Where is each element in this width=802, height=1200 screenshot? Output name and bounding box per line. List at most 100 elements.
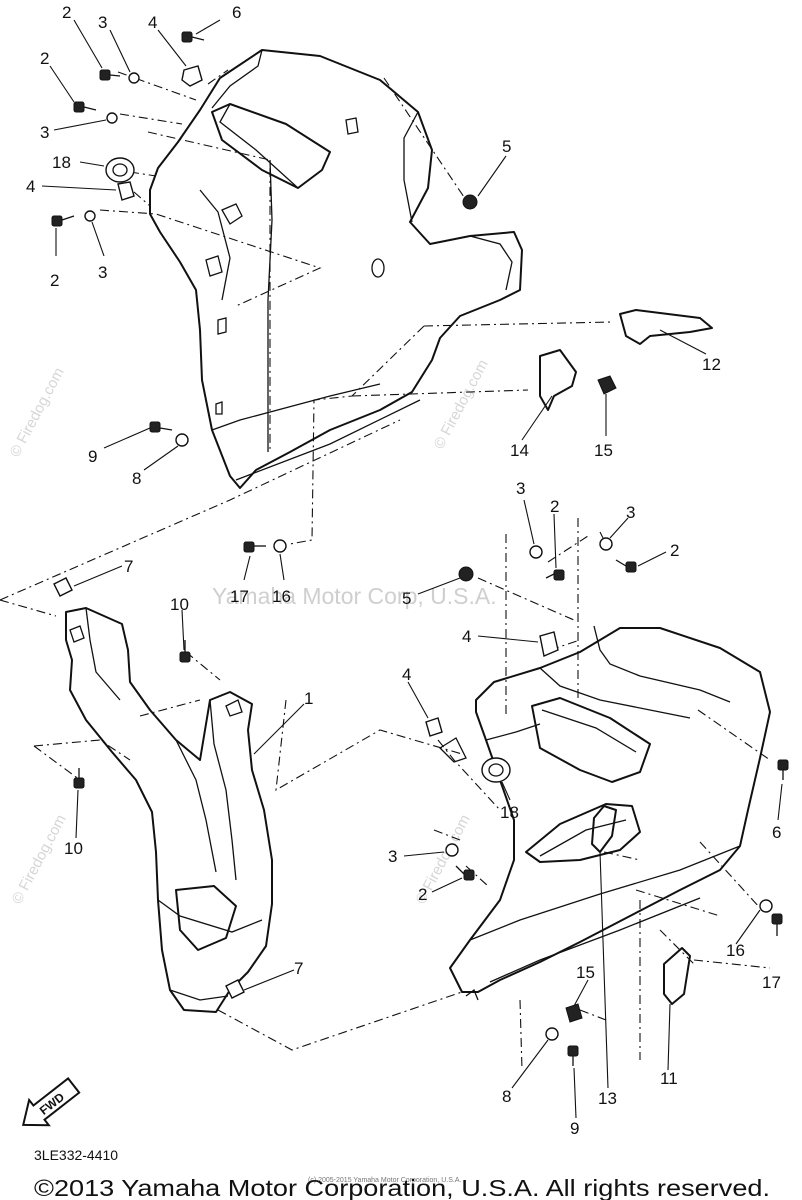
nut-4-left <box>117 181 135 201</box>
label-3a: 3 <box>98 13 107 32</box>
bolt-17-low <box>771 913 783 936</box>
label-2d: 2 <box>550 497 559 516</box>
watermark-site-left: © Firedog.com <box>7 365 68 460</box>
washer-3-mid-a <box>529 545 543 559</box>
label-13: 13 <box>598 1089 617 1108</box>
washer-8-upper <box>175 433 189 447</box>
label-9b: 9 <box>570 1119 579 1138</box>
label-4c: 4 <box>462 627 471 646</box>
label-2b: 2 <box>40 49 49 68</box>
label-6b: 6 <box>772 823 781 842</box>
label-10a: 10 <box>170 595 189 614</box>
bolt-2-upper <box>73 101 97 113</box>
bracket-14 <box>539 349 577 411</box>
nut-15-upper <box>597 375 617 395</box>
bolt-9-low <box>567 1045 579 1066</box>
bolt-2-mid-a <box>545 569 565 581</box>
label-3f: 3 <box>388 847 397 866</box>
label-16a: 16 <box>272 587 291 606</box>
bolt-2-top <box>99 69 121 81</box>
label-4b: 4 <box>26 177 35 196</box>
label-5b: 5 <box>402 589 411 608</box>
bolt-10-low <box>73 768 85 789</box>
bolt-2-low <box>455 865 475 881</box>
washer-3-low <box>445 843 459 857</box>
bracket-12 <box>619 309 713 345</box>
label-2f: 2 <box>418 885 427 904</box>
watermark-group: © Firedog.com © Firedog.com © Firedog.co… <box>7 357 497 907</box>
label-9a: 9 <box>88 447 97 466</box>
label-15a: 15 <box>594 441 613 460</box>
label-4d: 4 <box>402 665 411 684</box>
label-5a: 5 <box>502 137 511 156</box>
label-7b: 7 <box>294 959 303 978</box>
bolt-10-top <box>179 640 191 663</box>
label-2e: 2 <box>670 541 679 560</box>
label-3e: 3 <box>626 503 635 522</box>
label-3d: 3 <box>516 479 525 498</box>
label-7a: 7 <box>124 557 133 576</box>
watermark-center: Yamaha Motor Corp, U.S.A. <box>212 583 497 609</box>
washer-3-top <box>128 72 140 84</box>
fwd-arrow-icon <box>21 1077 81 1127</box>
bracket-clip-4-low <box>438 737 467 763</box>
label-15b: 15 <box>576 963 595 982</box>
label-14: 14 <box>510 441 529 460</box>
part-number-labels: 2 3 4 6 2 3 18 4 2 3 5 12 14 15 9 8 3 2 … <box>26 3 781 1138</box>
leader-lines <box>41 19 783 1119</box>
watermark-small-copyright: (c) 2005-2015 Yamaha Motor Corporation, … <box>308 1177 461 1184</box>
nut-7-low <box>225 979 245 999</box>
label-17a: 17 <box>230 587 249 606</box>
bracket-11 <box>663 947 691 1005</box>
bolt-17-upper <box>243 541 266 553</box>
grommet-18-upper <box>105 157 135 183</box>
bolt-6-low <box>777 759 789 780</box>
bracket-group <box>539 309 713 1005</box>
label-1: 1 <box>304 689 313 708</box>
upper-side-cowling <box>149 49 523 489</box>
nut-4-top <box>181 65 203 87</box>
nut-15-low <box>565 1003 583 1023</box>
nut-4-mid <box>539 631 559 657</box>
inner-cowling-panel <box>65 607 273 1013</box>
watermark-site-mid: © Firedog.com <box>431 357 492 452</box>
nut-4-low <box>425 717 443 737</box>
nut-5-upper <box>462 194 478 210</box>
diagram-code: 3LE332-4410 <box>34 1147 118 1163</box>
washer-3-mid-b <box>599 537 613 551</box>
washer-3-left <box>84 210 96 222</box>
nut-5-mid <box>458 566 474 582</box>
footer-copyright: ©2013 Yamaha Motor Corporation, U.S.A. A… <box>34 1175 770 1200</box>
washer-8-low <box>545 1027 559 1041</box>
label-3b: 3 <box>40 123 49 142</box>
bolt-6-top <box>181 31 205 43</box>
label-17b: 17 <box>762 973 781 992</box>
label-8b: 8 <box>502 1087 511 1106</box>
washer-16-low <box>759 899 773 913</box>
label-3c: 3 <box>98 263 107 282</box>
watermark-site-low-left: © Firedog.com <box>9 812 70 907</box>
fwd-arrow: FWD <box>21 1077 81 1127</box>
washer-3-upper <box>106 112 118 124</box>
label-10b: 10 <box>64 839 83 858</box>
label-18a: 18 <box>52 153 71 172</box>
label-18b: 18 <box>500 803 519 822</box>
bolt-2-left <box>51 215 75 227</box>
grommet-18-low <box>481 757 511 783</box>
label-8a: 8 <box>132 469 141 488</box>
bracket-13 <box>591 805 617 853</box>
label-6a: 6 <box>232 3 241 22</box>
nut-7-upper <box>53 577 73 597</box>
label-16b: 16 <box>726 941 745 960</box>
label-2c: 2 <box>50 271 59 290</box>
label-2a: 2 <box>62 3 71 22</box>
bolt-2-mid-b <box>615 559 637 573</box>
label-4a: 4 <box>148 13 157 32</box>
label-11: 11 <box>660 1069 678 1088</box>
washer-16-upper <box>273 539 287 553</box>
lower-side-cowling <box>449 625 771 1001</box>
assembly-lines <box>0 69 771 1071</box>
label-12: 12 <box>702 355 721 374</box>
